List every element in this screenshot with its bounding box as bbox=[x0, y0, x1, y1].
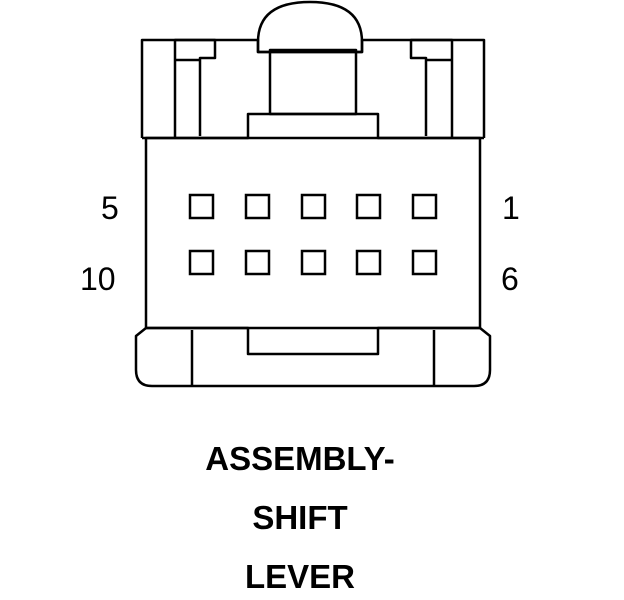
pin-cavity-row2-2 bbox=[244, 249, 271, 276]
connector-top-step bbox=[142, 112, 484, 140]
pin-cavity-row1-3 bbox=[300, 193, 327, 220]
pin-label-row1-left: 5 bbox=[101, 190, 119, 226]
pin-cavity-row2-1 bbox=[188, 249, 215, 276]
connector-top-shell bbox=[140, 38, 486, 138]
connector-right-ear bbox=[409, 38, 454, 138]
caption-line-1: ASSEMBLY- bbox=[205, 440, 395, 477]
connector-bottom-key bbox=[146, 326, 480, 356]
connector-left-ear bbox=[173, 38, 217, 138]
pin-cavity-row2-5 bbox=[411, 249, 438, 276]
pin-cavity-row1-4 bbox=[355, 193, 382, 220]
connector-latch-window bbox=[268, 48, 358, 116]
caption-line-3: LEVER bbox=[244, 558, 356, 595]
connector-body bbox=[144, 136, 482, 330]
pin-cavity-row2-4 bbox=[355, 249, 382, 276]
pin-label-row2-right: 6 bbox=[501, 261, 519, 297]
pin-cavities bbox=[188, 193, 438, 276]
connector-bottom-shell bbox=[134, 327, 492, 388]
pin-cavity-row1-5 bbox=[411, 193, 438, 220]
pin-label-row1-right: 1 bbox=[502, 190, 520, 226]
pin-cavity-row2-3 bbox=[300, 249, 327, 276]
connector-top-latch bbox=[256, 0, 364, 54]
pin-label-row2-left: 10 bbox=[80, 261, 116, 297]
pin-cavity-row1-2 bbox=[244, 193, 271, 220]
pin-cavity-row1-1 bbox=[188, 193, 215, 220]
caption-line-2: SHIFT bbox=[252, 499, 348, 536]
